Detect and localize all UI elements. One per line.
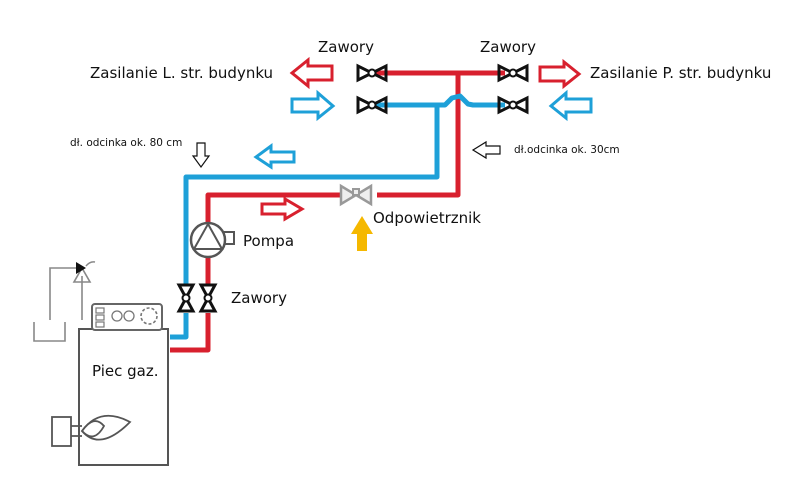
label-air-vent: Odpowietrznik (373, 209, 481, 227)
supply-pipes (170, 70, 505, 353)
supply-main (205, 192, 340, 222)
flow-arrow-supply-main (260, 196, 305, 222)
safety-valve-icon (76, 262, 86, 274)
label-pump: Pompa (243, 232, 295, 250)
pump-icon[interactable] (189, 221, 235, 259)
valve-boiler-supply[interactable] (199, 283, 217, 313)
label-length-80cm: dł. odcinka ok. 80 cm (70, 137, 183, 149)
pointer-arrow-80cm (191, 142, 211, 169)
safety-valve-outlet (85, 261, 96, 267)
return-to-boiler (170, 313, 189, 340)
air-vent-valve[interactable] (339, 183, 373, 207)
supply-to-boiler (170, 313, 211, 353)
burner-icon (51, 414, 132, 447)
return-pipes (170, 93, 505, 340)
vent-arrow-icon (351, 216, 373, 251)
label-supply-left: Zasilanie L. str. budynku (90, 64, 274, 82)
valve-boiler-return[interactable] (177, 283, 195, 313)
flow-arrow-return-right (548, 89, 593, 122)
return-top-left (375, 93, 505, 108)
label-valves-top-left: Zawory (318, 38, 374, 56)
pointer-arrow-30cm (471, 140, 501, 160)
label-valves-boiler: Zawory (231, 289, 287, 307)
label-boiler: Piec gaz. (92, 362, 159, 380)
flow-arrow-return-left (290, 89, 336, 122)
return-riser (183, 105, 440, 285)
boiler[interactable] (78, 303, 169, 466)
label-supply-right: Zasilanie P. str. budynku (590, 64, 772, 82)
flow-arrow-supply-right (538, 58, 582, 90)
label-length-30cm: dł.odcinka ok. 30cm (514, 144, 620, 156)
flow-arrow-supply-left (289, 56, 334, 90)
flow-arrow-return-main (253, 143, 296, 170)
expansion-system (33, 266, 92, 342)
supply-riser (377, 73, 461, 198)
label-valves-top-right: Zawory (480, 38, 536, 56)
